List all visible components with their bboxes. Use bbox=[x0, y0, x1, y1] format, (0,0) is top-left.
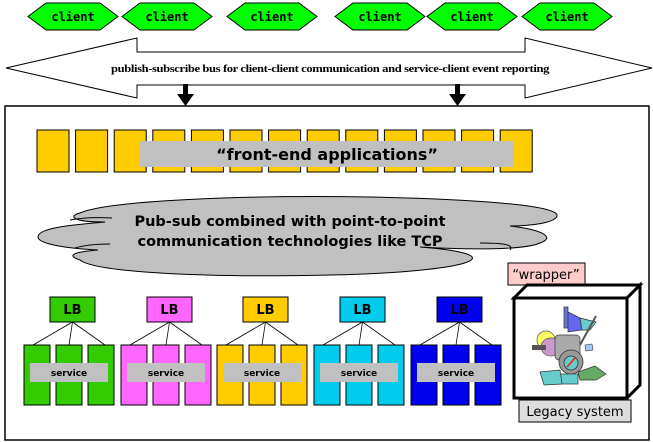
connector-line bbox=[322, 321, 363, 346]
service-groups: LB service LB service LB service LB service LB se… bbox=[23, 296, 502, 406]
service-label: service bbox=[244, 369, 280, 379]
load-balancer-box bbox=[436, 296, 483, 323]
service-group: LB service bbox=[410, 296, 502, 406]
connector-line bbox=[362, 321, 396, 346]
client-label: client bbox=[250, 10, 293, 24]
connector-line bbox=[455, 321, 460, 346]
load-balancer-label: LB bbox=[160, 303, 178, 318]
connector-line bbox=[459, 321, 493, 346]
connector-line bbox=[261, 321, 266, 346]
service-group: LB service bbox=[23, 296, 115, 406]
legacy-machine-icon bbox=[532, 306, 607, 386]
service-group: LB service bbox=[313, 296, 405, 406]
load-balancer-label: LB bbox=[450, 303, 468, 318]
client-label: client bbox=[51, 10, 94, 24]
wrapper-label: “wrapper” bbox=[512, 268, 579, 283]
front-end-app-box bbox=[36, 129, 70, 173]
down-arrow-icon bbox=[449, 84, 466, 106]
load-balancer-label: LB bbox=[353, 303, 371, 318]
load-balancer-label: LB bbox=[256, 303, 274, 318]
clients-row: client client client client client client bbox=[27, 2, 613, 31]
load-balancer-box bbox=[242, 296, 289, 323]
pubsub-bus-label: publish-subscribe bus for client-client … bbox=[111, 64, 549, 75]
connector-line bbox=[225, 321, 266, 346]
legacy-label-bg bbox=[518, 399, 632, 423]
service-group: LB service bbox=[120, 296, 212, 406]
network-cloud bbox=[37, 196, 558, 277]
pubsub-bus-arrow bbox=[5, 37, 653, 99]
service-label: service bbox=[148, 369, 184, 379]
service-label: service bbox=[438, 369, 474, 379]
cloud-label-line1: Pub-sub combined with point-to-point bbox=[134, 214, 445, 230]
connector-line bbox=[169, 321, 203, 346]
service-label-bg bbox=[417, 363, 495, 382]
connector-line bbox=[165, 321, 170, 346]
service-label: service bbox=[341, 369, 377, 379]
service-group: LB service bbox=[216, 296, 308, 406]
service-label-bg bbox=[320, 363, 398, 382]
client-node: client bbox=[27, 2, 119, 31]
connector-line bbox=[358, 321, 363, 346]
cloud-label-line2: communication technologies like TCP bbox=[137, 234, 442, 250]
client-node: client bbox=[426, 2, 518, 31]
service-label: service bbox=[51, 369, 87, 379]
service-label-bg bbox=[223, 363, 301, 382]
connector-line bbox=[265, 321, 299, 346]
load-balancer-box bbox=[49, 296, 96, 323]
connector-line bbox=[72, 321, 106, 346]
down-arrow-icon bbox=[177, 84, 194, 106]
front-end-app-box bbox=[75, 129, 109, 173]
service-label-bg bbox=[127, 363, 205, 382]
front-end-label-bg bbox=[140, 141, 513, 167]
connector-line bbox=[68, 321, 73, 346]
connector-line bbox=[32, 321, 73, 346]
load-balancer-box bbox=[339, 296, 386, 323]
client-label: client bbox=[145, 10, 188, 24]
connector-line bbox=[129, 321, 170, 346]
client-label: client bbox=[545, 10, 588, 24]
front-end-label: “front-end applications” bbox=[216, 145, 438, 164]
client-label: client bbox=[450, 10, 493, 24]
load-balancer-label: LB bbox=[63, 303, 81, 318]
client-label: client bbox=[358, 10, 401, 24]
load-balancer-box bbox=[146, 296, 193, 323]
client-node: client bbox=[334, 2, 426, 31]
client-node: client bbox=[226, 2, 318, 31]
legacy-label: Legacy system bbox=[526, 405, 623, 420]
client-node: client bbox=[521, 2, 613, 31]
client-node: client bbox=[121, 2, 213, 31]
connector-line bbox=[419, 321, 460, 346]
service-label-bg bbox=[30, 363, 108, 382]
